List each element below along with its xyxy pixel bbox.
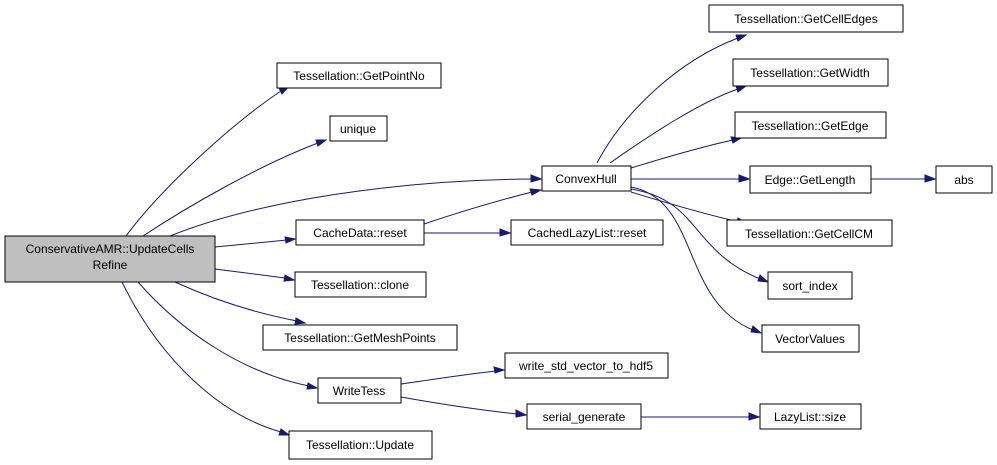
node-writehdf5[interactable]: write_std_vector_to_hdf5 bbox=[504, 352, 669, 379]
node-tessclone[interactable]: Tessellation::clone bbox=[294, 271, 427, 298]
node-label: Tessellation::GetMeshPoints bbox=[284, 331, 435, 345]
arrowhead bbox=[757, 274, 770, 283]
node-getwidth[interactable]: Tessellation::GetWidth bbox=[732, 58, 889, 87]
edge-convexhull-getcelledges bbox=[596, 37, 739, 164]
arrowhead bbox=[530, 174, 543, 183]
edge-convexhull-getedge bbox=[630, 139, 734, 169]
edge-root-getpointno bbox=[125, 90, 282, 237]
arrowhead bbox=[283, 274, 296, 282]
node-label: abs bbox=[954, 173, 973, 187]
node-getcelledges[interactable]: Tessellation::GetCellEdges bbox=[708, 4, 904, 33]
edge-writetess-hdf5 bbox=[400, 370, 497, 385]
node-cachedlazylistreset[interactable]: CachedLazyList::reset bbox=[510, 219, 664, 246]
node-cachereset[interactable]: CacheData::reset bbox=[295, 219, 425, 246]
edge-convexhull-getcellcm bbox=[630, 191, 740, 223]
node-label: ConvexHull bbox=[555, 172, 616, 186]
graph-nodes: ConservativeAMR::UpdateCells Refine Tess… bbox=[4, 4, 993, 460]
arrowhead bbox=[284, 236, 297, 244]
node-convexhull[interactable]: ConvexHull bbox=[541, 165, 632, 192]
arrowhead bbox=[493, 366, 506, 374]
arrowhead bbox=[499, 228, 512, 237]
node-label: CacheData::reset bbox=[313, 226, 407, 240]
edge-root-writetess bbox=[137, 281, 310, 387]
arrowhead bbox=[529, 188, 543, 196]
arrowhead bbox=[306, 382, 319, 390]
arrowhead bbox=[735, 34, 748, 42]
node-label: Tessellation::GetCellCM bbox=[745, 227, 873, 241]
node-label: VectorValues bbox=[775, 332, 845, 346]
edge-root-convexhull bbox=[169, 178, 533, 237]
arrowhead bbox=[750, 325, 763, 334]
arrowhead bbox=[738, 174, 751, 183]
edge-root-unique bbox=[142, 142, 319, 237]
node-label: unique bbox=[340, 122, 376, 136]
node-label: Tessellation::GetEdge bbox=[752, 119, 869, 133]
node-label: Tessellation::GetWidth bbox=[750, 66, 869, 80]
node-getpointno[interactable]: Tessellation::GetPointNo bbox=[276, 62, 442, 89]
node-label: Tessellation::clone bbox=[311, 278, 409, 292]
node-vectorvalues[interactable]: VectorValues bbox=[761, 324, 860, 353]
arrowhead bbox=[735, 85, 748, 93]
node-sortindex[interactable]: sort_index bbox=[767, 271, 853, 300]
node-label: Tessellation::Update bbox=[306, 438, 414, 452]
node-label: WriteTess bbox=[333, 384, 385, 398]
edge-writetess-serialgenerate bbox=[400, 396, 518, 415]
arrowhead bbox=[315, 139, 328, 147]
node-abs[interactable]: abs bbox=[935, 165, 993, 194]
node-label: CachedLazyList::reset bbox=[528, 226, 647, 240]
arrowhead bbox=[515, 409, 528, 418]
node-serialgenerate[interactable]: serial_generate bbox=[526, 403, 642, 430]
node-label: serial_generate bbox=[543, 410, 626, 424]
node-edgegetlength[interactable]: Edge::GetLength bbox=[749, 165, 872, 194]
graph-edges bbox=[121, 34, 937, 436]
node-tessupdate[interactable]: Tessellation::Update bbox=[288, 430, 433, 460]
node-label: LazyList::size bbox=[774, 410, 846, 424]
edge-root-tessupdate bbox=[121, 281, 282, 433]
node-unique[interactable]: unique bbox=[329, 115, 388, 142]
arrowhead bbox=[748, 412, 761, 421]
node-label: Edge::GetLength bbox=[765, 173, 856, 187]
node-getedge[interactable]: Tessellation::GetEdge bbox=[734, 111, 887, 139]
node-label: sort_index bbox=[782, 279, 837, 293]
node-getcellcm[interactable]: Tessellation::GetCellCM bbox=[726, 219, 893, 247]
edge-root-clone bbox=[214, 268, 286, 279]
edge-root-cachereset bbox=[214, 239, 288, 248]
root-label-line2: Refine bbox=[93, 258, 128, 272]
node-getmeshpoints[interactable]: Tessellation::GetMeshPoints bbox=[262, 324, 458, 351]
node-lazylistsize[interactable]: LazyList::size bbox=[759, 403, 862, 430]
node-writetess[interactable]: WriteTess bbox=[317, 377, 402, 404]
node-root-updatecellsrefine[interactable]: ConservativeAMR::UpdateCells Refine bbox=[4, 235, 216, 283]
edge-convexhull-getwidth bbox=[609, 88, 739, 164]
node-label: Tessellation::GetCellEdges bbox=[734, 12, 877, 26]
root-label-line1: ConservativeAMR::UpdateCells bbox=[26, 242, 195, 256]
node-label: write_std_vector_to_hdf5 bbox=[518, 359, 653, 373]
arrowhead bbox=[278, 428, 291, 436]
edge-convexhull-sortindex bbox=[630, 188, 761, 280]
arrowhead bbox=[924, 174, 937, 183]
node-label: Tessellation::GetPointNo bbox=[293, 69, 425, 83]
edge-convexhull-vectorvalues bbox=[630, 186, 754, 331]
arrowhead bbox=[294, 317, 307, 325]
edge-cachereset-convexhull bbox=[423, 191, 533, 225]
edge-root-getmeshpoints bbox=[174, 281, 298, 322]
